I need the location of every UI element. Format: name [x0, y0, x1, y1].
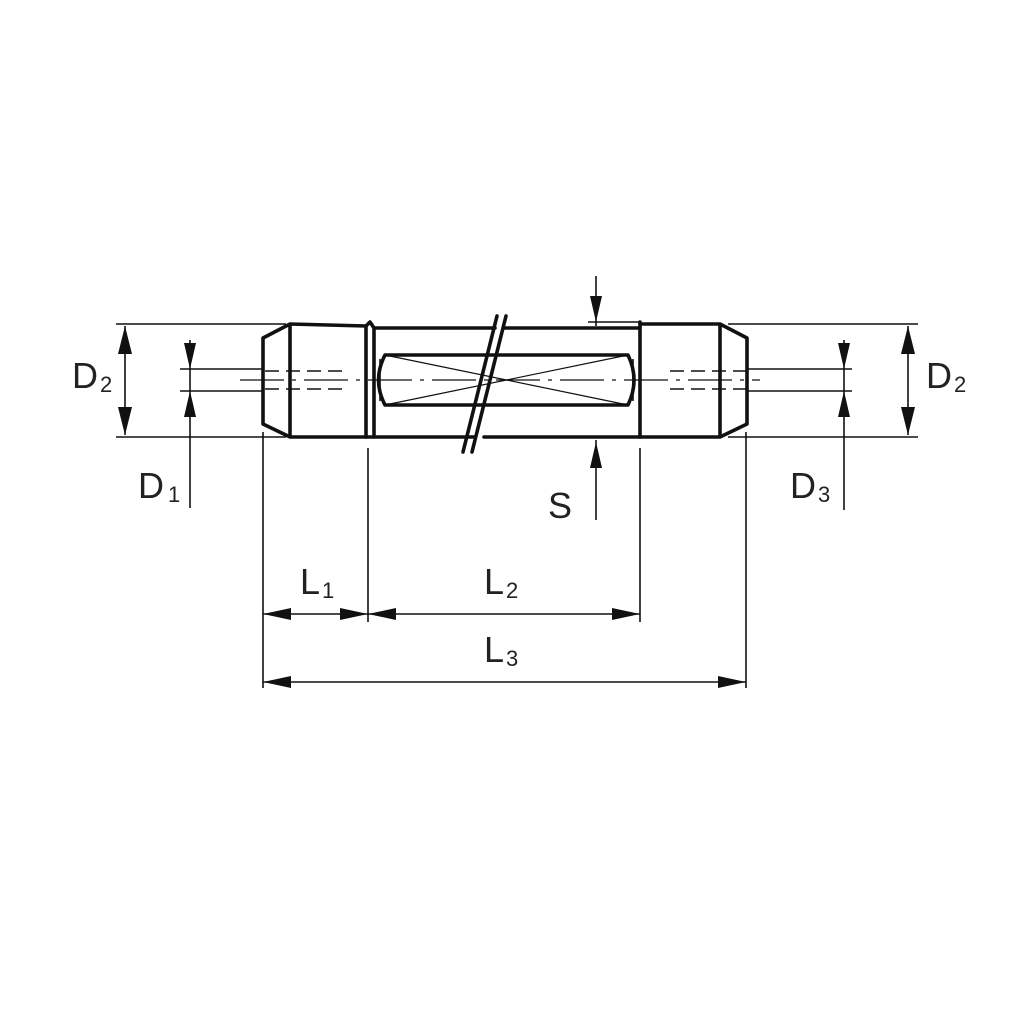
length-extension-lines — [262, 432, 747, 688]
left-end-outline — [261, 322, 368, 439]
s-arrow-bottom — [590, 442, 602, 468]
d3-arrow-bottom — [838, 391, 850, 417]
break-line-2 — [470, 314, 508, 454]
d3-label: D3 — [790, 465, 830, 507]
dim-d3 — [838, 340, 850, 510]
dim-s — [588, 276, 640, 520]
d2-left-arrow-bottom — [118, 407, 132, 435]
s-arrow-top — [590, 296, 602, 322]
l2-label: L2 — [484, 561, 518, 603]
d2-left-arrow-top — [118, 326, 132, 354]
dim-d1 — [184, 340, 196, 508]
dim-l2 — [368, 608, 640, 620]
l2-arrow-left — [368, 608, 396, 620]
l2-arrow-right — [612, 608, 640, 620]
l1-arrow-right — [340, 608, 368, 620]
l1-arrow-left — [263, 608, 291, 620]
l3-arrow-right — [718, 676, 746, 688]
right-end-outline — [638, 322, 749, 439]
dim-l3 — [263, 676, 746, 688]
l3-label: L3 — [484, 629, 518, 671]
dim-d2-right — [728, 323, 918, 438]
d2-left-label: D2 — [72, 355, 112, 397]
dim-l1 — [263, 608, 368, 620]
d2-right-label: D2 — [926, 355, 966, 397]
d2-right-arrow-top — [901, 326, 915, 354]
d1-arrow-top — [184, 343, 196, 369]
part-outline — [261, 314, 749, 454]
dim-d2-left — [116, 323, 286, 438]
d2-right-arrow-bottom — [901, 407, 915, 435]
break-line-1 — [461, 314, 499, 454]
l1-label: L1 — [300, 561, 334, 603]
left-shoulder — [364, 320, 376, 439]
hidden-bores — [180, 368, 852, 392]
s-label: S — [548, 485, 572, 526]
d1-arrow-bottom — [184, 391, 196, 417]
d3-arrow-top — [838, 343, 850, 369]
l3-arrow-left — [263, 676, 291, 688]
